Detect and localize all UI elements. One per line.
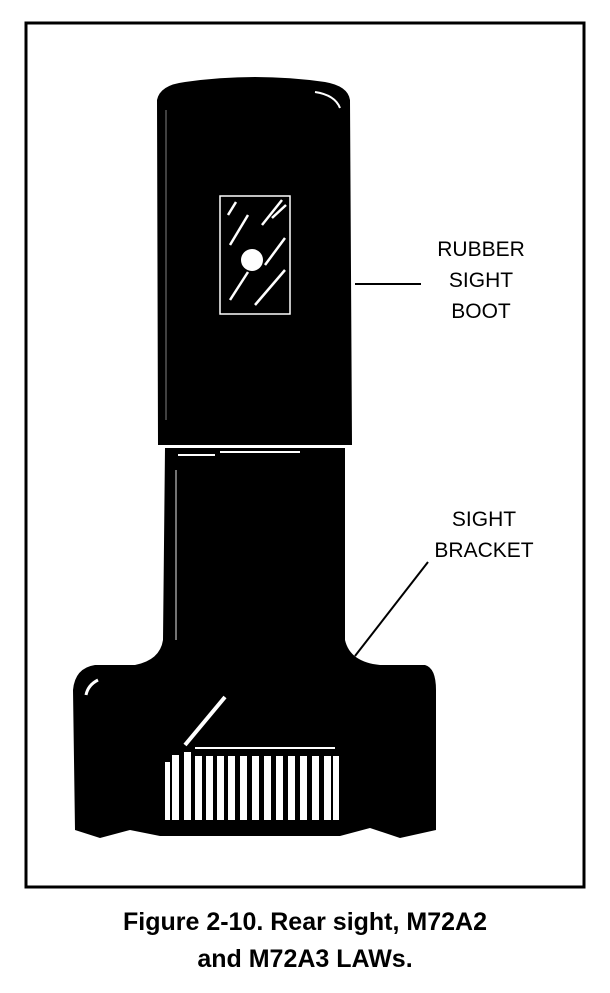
boot-label-line1: RUBBER	[437, 238, 525, 261]
figure-caption-line1: Figure 2-10. Rear sight, M72A2	[122, 908, 487, 936]
figure-frame	[24, 21, 586, 889]
figure-caption-line2: and M72A3 LAWs.	[197, 945, 413, 973]
boot-label-line2: SIGHT	[449, 269, 513, 292]
bracket-label-line2: BRACKET	[434, 539, 533, 562]
sight-aperture	[241, 249, 263, 271]
rubber-sight-boot	[157, 77, 352, 445]
bracket-leader-line	[354, 561, 429, 657]
sight-scale	[165, 747, 339, 820]
bracket-label-line1: SIGHT	[452, 508, 516, 531]
sight-bracket	[73, 448, 436, 838]
boot-label-line3: BOOT	[451, 300, 511, 323]
